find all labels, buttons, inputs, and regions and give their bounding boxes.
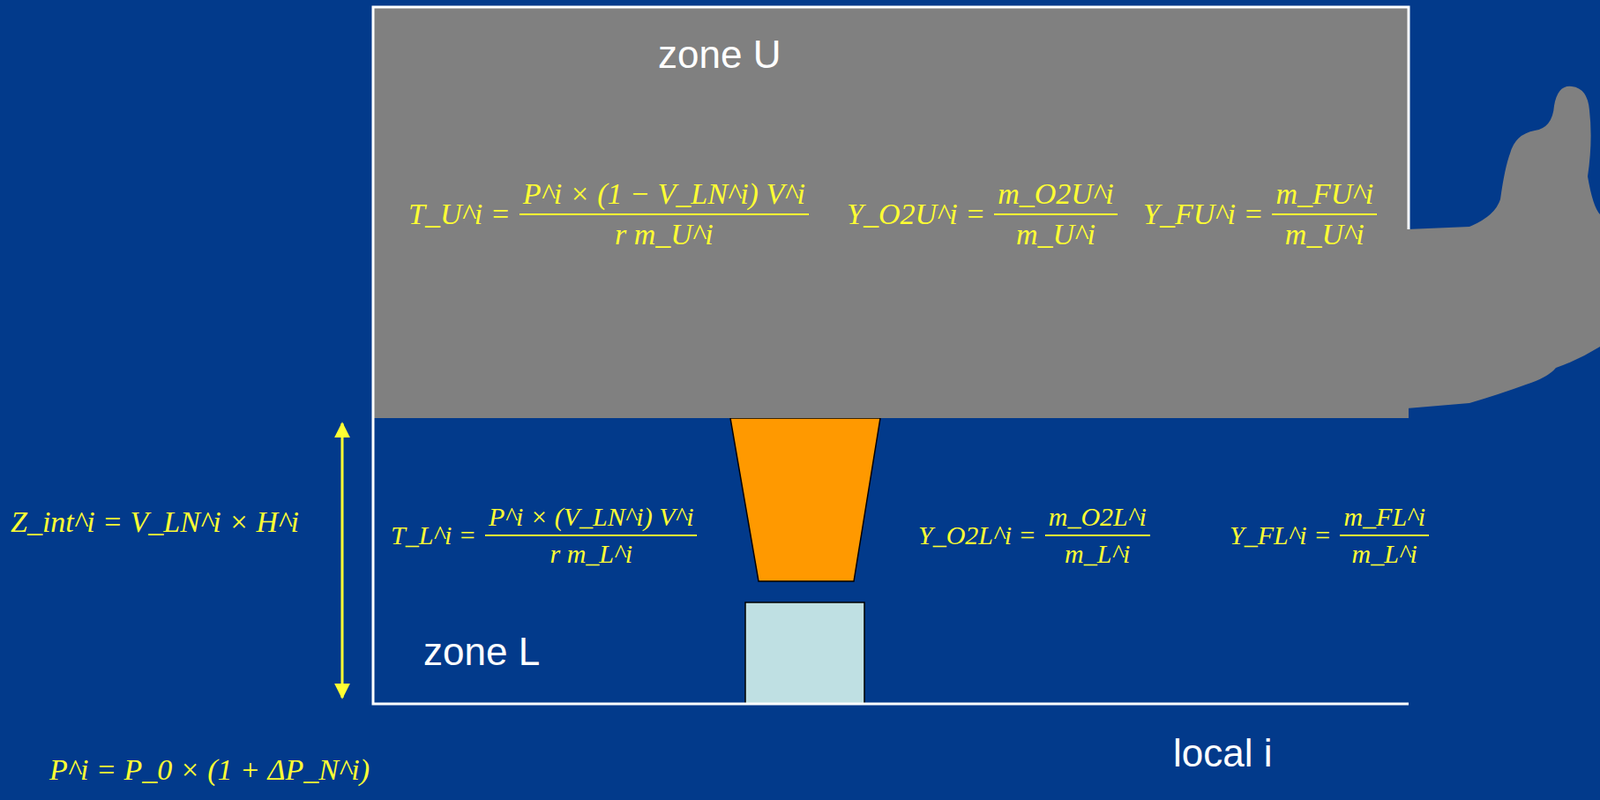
equation-lhs: Y_O2L^i = [918,520,1037,551]
equation: T_U^i =P^i × (1 − V_LN^i) V^ir m_U^i [408,177,809,252]
equation: Y_O2U^i =m_O2U^im_U^i [846,177,1118,252]
fraction: m_FU^im_U^i [1271,177,1377,252]
upper-zone: zone U T_U^i =P^i × (1 − V_LN^i) V^ir m_U… [373,7,1409,419]
numerator: P^i × (V_LN^i) V^i [485,501,697,537]
denominator: r m_U^i [611,215,718,252]
denominator: r m_L^i [546,536,637,569]
equation: Y_FL^i = m_FL^im_L^i [1229,501,1429,569]
numerator: m_O2U^i [994,177,1117,216]
compartment-name: local i [1173,732,1273,775]
equation: T_L^i = P^i × (V_LN^i) V^ir m_L^i [390,501,697,569]
height-arrow [341,423,344,698]
numerator: P^i × (1 − V_LN^i) V^i [519,177,809,216]
equation-lhs: Y_FL^i = [1229,520,1331,551]
denominator: m_L^i [1348,536,1421,569]
denominator: m_U^i [1012,215,1100,252]
smoke-plume [1406,86,1600,409]
equation-lhs: T_U^i = [408,197,511,232]
numerator: m_O2L^i [1045,501,1151,537]
numerator: m_FL^i [1339,501,1429,537]
lower-zone: zone L T_L^i = P^i × (V_LN^i) V^ir m_L^i Y_… [373,418,1409,704]
zone-name: zone L [423,630,540,673]
room-walls [373,7,1409,704]
equation-lhs: T_L^i = [390,520,477,551]
flame [730,418,881,582]
burner [745,602,865,704]
zone-name: zone U [657,33,781,76]
fraction: P^i × (V_LN^i) V^ir m_L^i [485,501,697,569]
fraction: P^i × (1 − V_LN^i) V^ir m_U^i [519,177,809,252]
fraction: m_O2U^im_U^i [994,177,1117,252]
equation-lhs: Y_O2U^i = [846,197,986,232]
pressure-formula: P^i = P_0 × (1 + ΔP_N^i) [49,753,370,787]
compartment: zone U T_U^i =P^i × (1 − V_LN^i) V^ir m_U… [373,7,1409,704]
numerator: m_FU^i [1271,177,1377,216]
equation: Y_FU^i =m_FU^im_U^i [1143,177,1377,252]
fraction: m_O2L^im_L^i [1045,501,1151,569]
fraction: m_FL^im_L^i [1339,501,1429,569]
denominator: m_U^i [1281,215,1369,252]
equation: Y_O2L^i = m_O2L^im_L^i [918,501,1151,569]
denominator: m_L^i [1061,536,1134,569]
interface-height: Z_int^i = V_LN^i × H^i [10,505,300,539]
equation-lhs: Y_FU^i = [1143,197,1264,232]
